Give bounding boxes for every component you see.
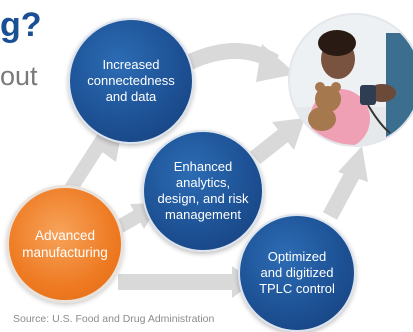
node-tplc: Optimized and digitized TPLC control — [238, 214, 356, 332]
patient-photo — [288, 13, 413, 147]
arrow-head — [256, 44, 296, 82]
node-analytics: Enhanced analytics, design, and risk man… — [142, 130, 264, 252]
arrow-analytics-to-patient — [250, 128, 289, 165]
arrow-head — [272, 118, 305, 150]
slide-subtitle: out — [0, 61, 38, 91]
node-connectedness: Increased connectedness and data — [68, 18, 194, 144]
node-manufacturing: Advanced manufacturing — [6, 185, 124, 303]
node-analytics-label: Enhanced analytics, design, and risk man… — [157, 159, 249, 222]
patient-illustration — [290, 15, 413, 145]
arrow-tplc-to-patient — [322, 171, 360, 220]
node-tplc-label: Optimized and digitized TPLC control — [259, 249, 335, 296]
slide-title: g? — [0, 6, 42, 44]
arrow-head — [338, 146, 368, 182]
source-caption: Source: U.S. Food and Drug Administratio… — [13, 313, 215, 325]
node-connectedness-label: Increased connectedness and data — [87, 57, 175, 104]
node-manufacturing-label: Advanced manufacturing — [22, 228, 108, 260]
